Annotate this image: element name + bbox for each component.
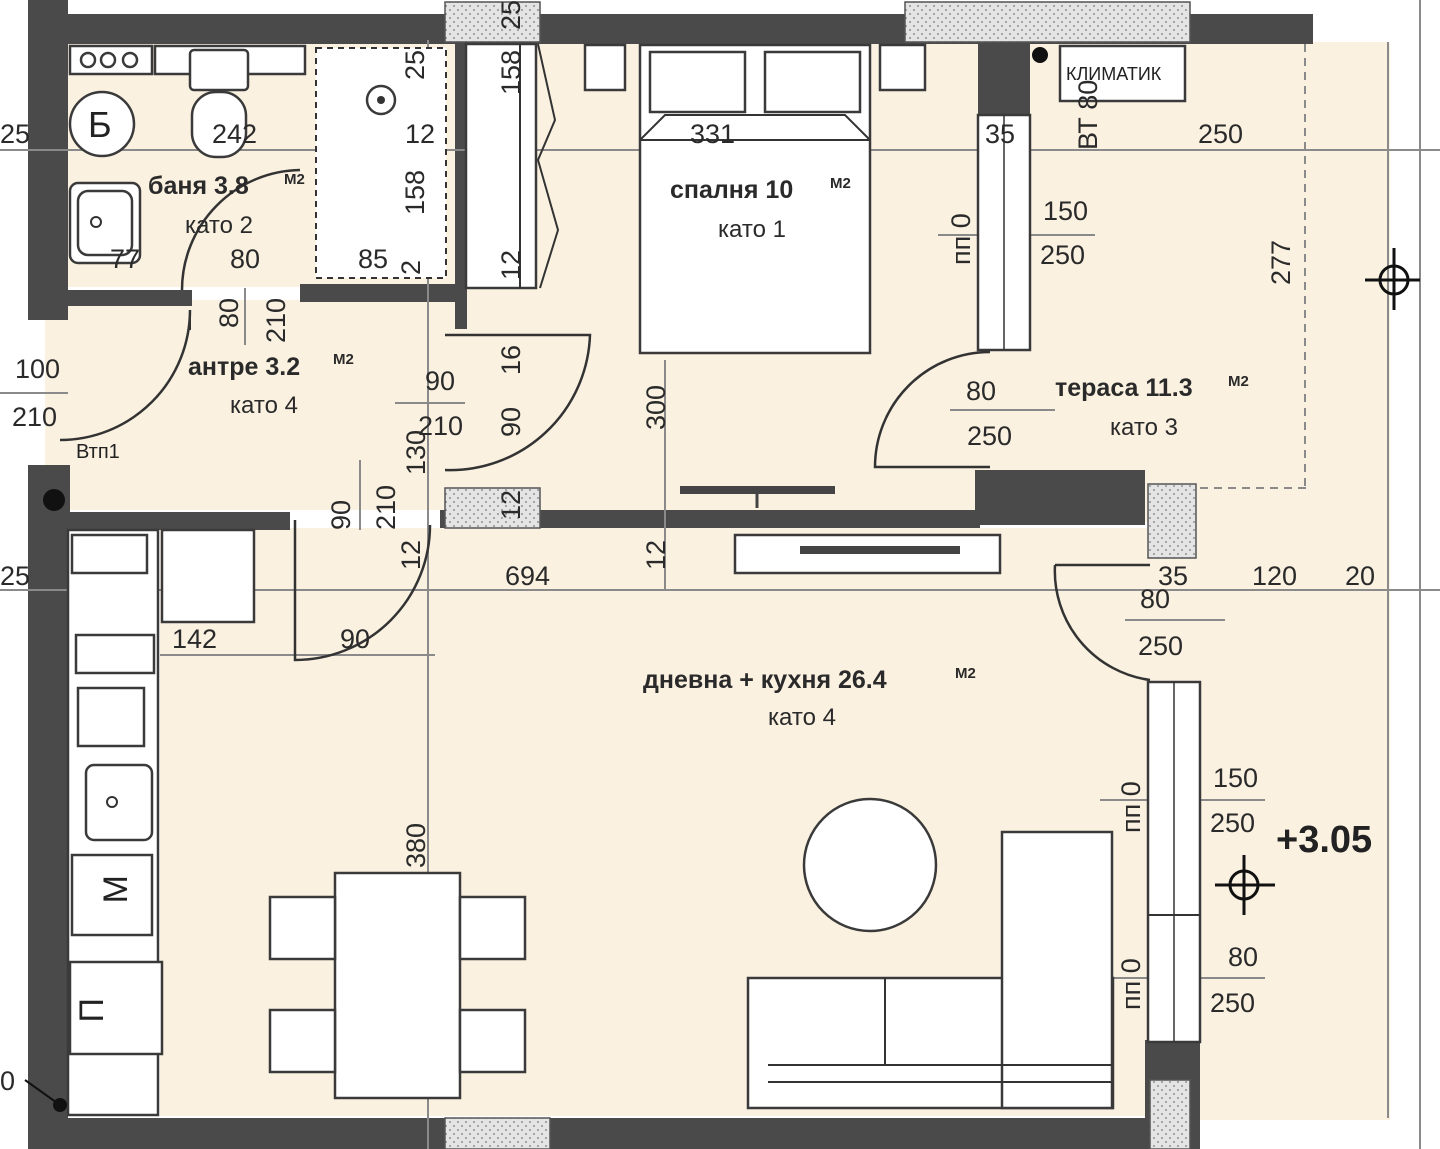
dim-label: 331 (690, 119, 735, 149)
living-name: дневна + кухня 26.4 (643, 666, 887, 694)
dim-label: 142 (172, 624, 217, 654)
vertical-dimension-labels: 25 158 25 158 2 12 ВТ 80 пп 0 277 80 210… (214, 0, 1296, 1010)
bedroom-name: спалня 10 (670, 176, 793, 204)
dim-label: 250 (967, 421, 1012, 451)
dim-label: 277 (1266, 240, 1296, 285)
bathroom-tag: като 2 (185, 212, 253, 239)
bedroom-unit: М2 (830, 175, 851, 192)
kitchen-units (66, 528, 256, 1117)
dim-label: 77 (110, 244, 140, 274)
dim-label: Втп1 (76, 441, 120, 463)
walls (28, 0, 1313, 1149)
dim-label: 210 (418, 411, 463, 441)
dim-label: пп 0 (946, 213, 976, 265)
terrace-unit: М2 (1228, 373, 1249, 390)
boiler-icon (68, 90, 136, 158)
dim-label: 90 (496, 407, 526, 437)
dim-label: 12 (396, 540, 426, 570)
dim-label: 80 (1228, 942, 1258, 972)
bathroom-unit: М2 (284, 171, 305, 188)
stove (70, 853, 154, 937)
dim-label: 90 (425, 366, 455, 396)
dim-label: 12 (496, 250, 526, 280)
dim-label: 90 (340, 624, 370, 654)
living-unit: М2 (955, 665, 976, 682)
dim-label: 25 (496, 0, 526, 30)
dim-label: пп 0 (1116, 958, 1146, 1010)
dim-label: 694 (505, 561, 550, 591)
dim-label: 158 (400, 170, 430, 215)
dimension-labels: 25 242 12 331 35 250 150 250 77 80 85 10… (0, 119, 1375, 1096)
toilet (188, 48, 250, 92)
bedroom-furniture (583, 43, 1187, 508)
dim-label: 12 (641, 540, 671, 570)
dim-label: 130 (401, 430, 431, 475)
wardrobes (464, 42, 1202, 1044)
dim-label: 300 (641, 385, 671, 430)
terrace-tag: като 3 (1110, 414, 1178, 441)
living-tag: като 4 (768, 704, 836, 731)
dim-label: 210 (371, 485, 401, 530)
dim-label: ВТ 80 (1073, 80, 1103, 150)
dim-label: 120 (1252, 561, 1297, 591)
dim-label: 35 (1158, 561, 1188, 591)
section-markers (24, 47, 1420, 1112)
dim-label: 85 (358, 244, 388, 274)
dim-label: 2 (396, 260, 426, 275)
dim-label: 158 (496, 50, 526, 95)
dim-label: 250 (1210, 808, 1255, 838)
dim-label: 380 (401, 823, 431, 868)
coffee-table (802, 797, 938, 933)
dim-label: 150 (1043, 196, 1088, 226)
hall-name: антре 3.2 (188, 353, 300, 381)
dim-label: 16 (496, 345, 526, 375)
dim-label: 80 (1140, 584, 1170, 614)
bedroom-tag: като 1 (718, 216, 786, 243)
hall-tag: като 4 (230, 392, 298, 419)
dim-label: 80 (966, 376, 996, 406)
living-furniture (268, 533, 1115, 1110)
dishwasher (68, 960, 164, 1056)
dim-label: 250 (1198, 119, 1243, 149)
hall-unit: М2 (333, 351, 354, 368)
bathroom-name: баня 3.8 (148, 172, 249, 200)
kitchen-sink (84, 763, 154, 842)
dim-label: 250 (1210, 988, 1255, 1018)
dim-label: 25 (0, 119, 30, 149)
dim-label: 12 (405, 119, 435, 149)
dim-label: 25 (0, 561, 30, 591)
dim-label: 90 (326, 500, 356, 530)
air-conditioner-label: КЛИМАТИК (1066, 64, 1162, 84)
dim-label: 150 (1213, 763, 1258, 793)
dim-label: 250 (1040, 240, 1085, 270)
dim-label: 100 (15, 354, 60, 384)
bathroom-fixtures (68, 44, 447, 279)
dim-label: 80 (214, 298, 244, 328)
dim-label: пп 0 (1116, 781, 1146, 833)
dim-label: 25 (400, 50, 430, 80)
dim-label: 0 (0, 1066, 15, 1096)
dim-label: 210 (261, 298, 291, 343)
stove-label: М (97, 875, 135, 903)
door-swings (59, 168, 1151, 682)
floor-elevation: +3.05 (1276, 819, 1372, 861)
dim-label: 80 (230, 244, 260, 274)
terrace-name: тераса 11.3 (1055, 374, 1193, 402)
dim-label: 250 (1138, 631, 1183, 661)
dim-label: 35 (985, 119, 1015, 149)
dim-label: 12 (496, 490, 526, 520)
dim-label: 242 (212, 119, 257, 149)
dim-label: 210 (12, 402, 57, 432)
fridge-label: Б (88, 104, 112, 145)
dim-label: 20 (1345, 561, 1375, 591)
dishwasher-label: П (73, 998, 111, 1022)
